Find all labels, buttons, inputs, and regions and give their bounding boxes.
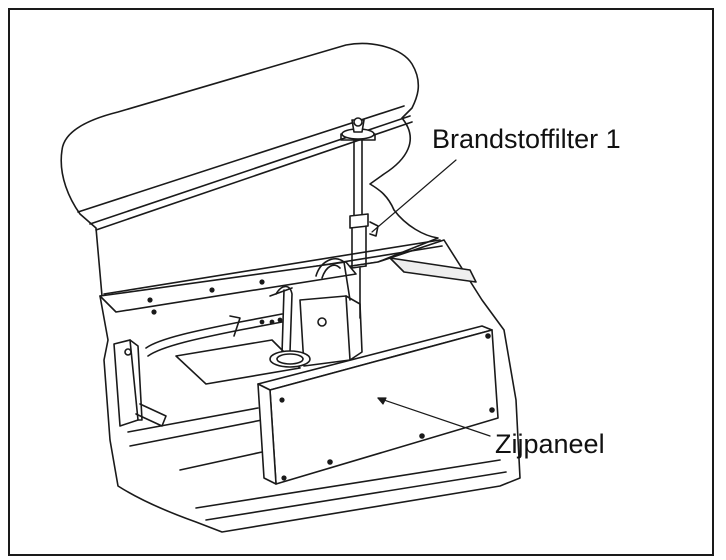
lever-hose — [269, 285, 293, 355]
side-panel-label: Zijpaneel — [495, 429, 605, 459]
tubing — [145, 313, 301, 385]
fill-neck — [269, 350, 311, 368]
fuel-filter-label: Brandstoffilter 1 — [432, 124, 621, 154]
rear-rail — [99, 261, 357, 315]
side-panel-leader — [377, 397, 491, 437]
leader-lines — [371, 159, 491, 437]
left-bracket — [113, 339, 167, 427]
fuel-filter-leader — [371, 159, 457, 233]
side-panel — [257, 325, 499, 485]
fuel-filter-assembly — [340, 117, 379, 319]
